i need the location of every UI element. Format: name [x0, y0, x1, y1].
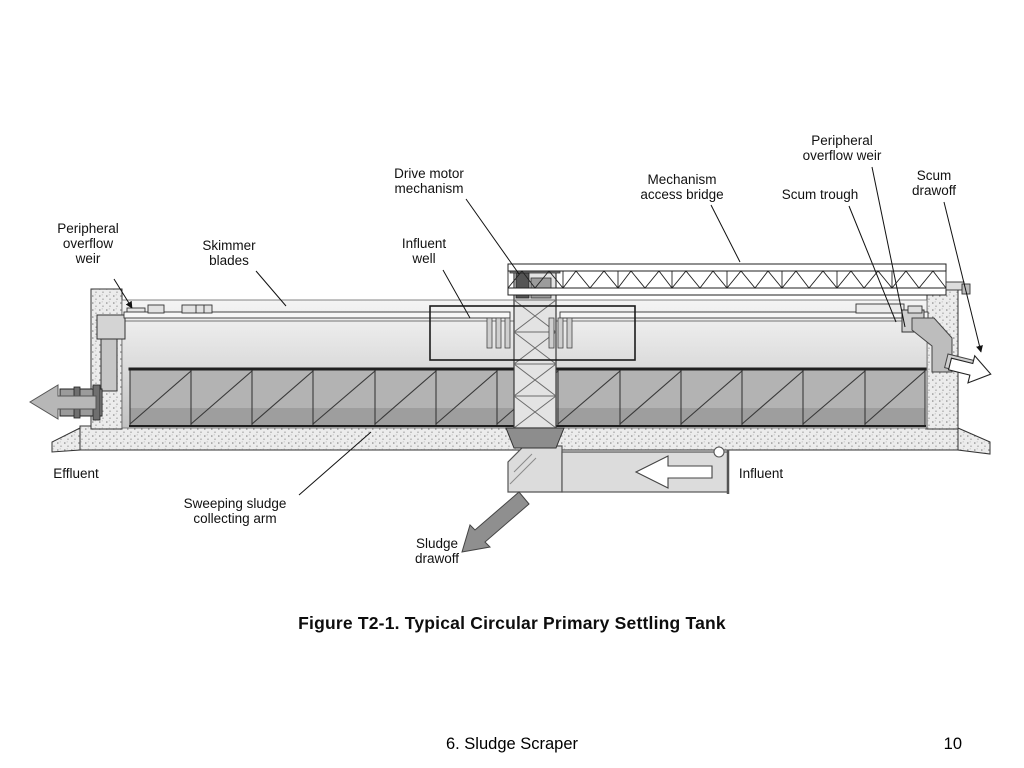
label-effluent: Effluent [53, 466, 99, 481]
label-influent-well: Influent well [401, 236, 447, 266]
label-drive-motor-mechanism: Drive motor mechanism [394, 166, 464, 196]
label-mechanism-access-bridge: Mechanism access bridge [640, 172, 724, 202]
right-weir-plate [907, 305, 923, 314]
access-bridge [507, 263, 971, 296]
label-scum-drawoff: Scum drawoff [911, 168, 957, 198]
page-number: 10 [943, 735, 962, 753]
label-sludge-drawoff: Sludge drawoff [414, 536, 460, 566]
pipe-vent-fitting [713, 446, 725, 458]
label-scum-trough: Scum trough [781, 187, 859, 202]
label-influent: Influent [738, 466, 784, 481]
leader-lines [113, 166, 983, 496]
label-sweeping-sludge-collecting-arm: Sweeping sludge collecting arm [183, 496, 287, 526]
effluent-arrow [29, 384, 97, 420]
label-peripheral-overflow-weir-left: Peripheral overflow weir [57, 221, 119, 266]
influent-well-box [429, 305, 636, 361]
label-peripheral-overflow-weir-right: Peripheral overflow weir [802, 133, 882, 163]
label-skimmer-blades: Skimmer blades [202, 238, 256, 268]
influent-arrow [634, 455, 713, 489]
figure-caption: Figure T2-1. Typical Circular Primary Se… [298, 613, 726, 633]
scum-drawoff-arrow [947, 354, 992, 384]
influent-pipe [507, 445, 730, 494]
surface-skimmer-arm [123, 304, 929, 319]
skimmer-blades-shape [147, 304, 213, 314]
sludge-drawoff-arrow [461, 491, 530, 553]
footer-title: 6. Sludge Scraper [445, 735, 579, 753]
column-base-hopper [505, 427, 565, 449]
bridge-end-bracket [945, 281, 965, 291]
scum-drawoff-pipe [911, 317, 992, 384]
left-weir-launder [96, 307, 146, 392]
